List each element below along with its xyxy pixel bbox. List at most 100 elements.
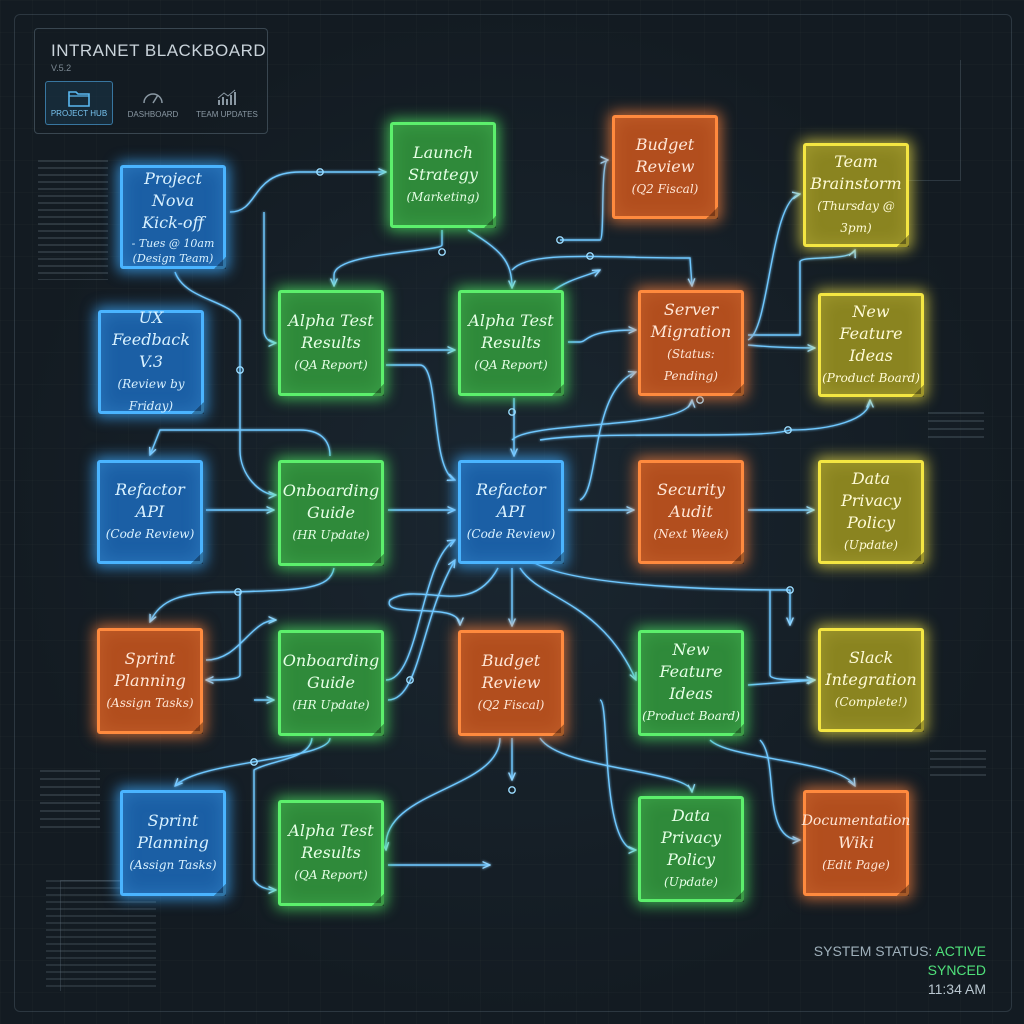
note-title: UX Feedback	[112, 308, 190, 349]
note-subtitle: Strategy	[408, 165, 478, 184]
note-refactor-api-left[interactable]: Refactor API (Code Review)	[97, 460, 203, 564]
note-new-feature-ideas-2[interactable]: New Feature Ideas (Product Board)	[638, 630, 744, 736]
note-detail: (Status: Pending)	[664, 347, 718, 383]
note-title: Data Privacy	[840, 469, 902, 510]
decorative-code-block	[40, 770, 100, 830]
note-sprint-planning-2[interactable]: Sprint Planning (Assign Tasks)	[120, 790, 226, 896]
folder-icon	[68, 91, 90, 107]
note-detail: (QA Report)	[294, 868, 368, 882]
note-server-migration[interactable]: Server Migration (Status: Pending)	[638, 290, 744, 396]
note-detail: (QA Report)	[294, 358, 368, 372]
note-title: Onboarding	[282, 481, 380, 500]
note-subtitle: Planning	[114, 671, 186, 690]
app-header-panel: INTRANET BLACKBOARD V.5.2 PROJECT HUB DA…	[34, 28, 268, 134]
status-line: SYSTEM STATUS: ACTIVE	[814, 942, 986, 961]
note-documentation-wiki[interactable]: Documentation Wiki (Edit Page)	[801, 790, 911, 896]
note-alpha-test-results-2[interactable]: Alpha Test Results (QA Report)	[458, 290, 564, 396]
gauge-icon	[143, 93, 163, 104]
note-launch-strategy[interactable]: Launch Strategy (Marketing)	[390, 122, 496, 228]
note-subtitle: Ideas	[669, 684, 713, 703]
note-sprint-planning-1[interactable]: Sprint Planning (Assign Tasks)	[97, 628, 203, 734]
note-slack-integration[interactable]: Slack Integration (Complete!)	[818, 628, 924, 732]
note-subtitle: Wiki	[837, 833, 875, 852]
note-detail: (Update)	[664, 875, 718, 889]
note-ux-feedback[interactable]: UX Feedback V.3 (Review by Friday)	[98, 308, 204, 414]
note-subtitle: Review	[481, 673, 541, 692]
note-detail: - Tues @ 10am (Design Team)	[131, 237, 215, 265]
note-subtitle: Ideas	[849, 346, 893, 365]
note-security-audit[interactable]: Security Audit (Next Week)	[638, 460, 744, 564]
note-budget-review-bottom[interactable]: Budget Review (Q2 Fiscal)	[458, 630, 564, 736]
note-project-nova-kickoff[interactable]: Project Nova Kick-off - Tues @ 10am (Des…	[120, 165, 226, 269]
note-budget-review-top[interactable]: Budget Review (Q2 Fiscal)	[612, 115, 718, 219]
note-detail: (Thursday @ 3pm)	[817, 199, 895, 235]
decorative-code-block	[928, 412, 984, 442]
note-alpha-test-results-3[interactable]: Alpha Test Results (QA Report)	[278, 800, 384, 906]
note-title: Server	[663, 300, 719, 319]
note-subtitle: Planning	[137, 833, 209, 852]
note-title: Refactor	[115, 480, 185, 499]
note-detail: (Product Board)	[822, 371, 920, 385]
note-title: Alpha Test	[288, 821, 374, 840]
decorative-code-block	[930, 750, 986, 780]
note-subtitle: Integration	[825, 670, 917, 689]
note-detail: (Marketing)	[406, 190, 480, 204]
note-team-brainstorm[interactable]: Team Brainstorm (Thursday @ 3pm)	[803, 143, 909, 247]
note-title: Sprint	[147, 811, 199, 830]
note-title: Team	[834, 152, 878, 171]
note-title: Documentation	[801, 813, 911, 829]
note-subtitle: Kick-off	[142, 213, 204, 232]
note-new-feature-ideas-1[interactable]: New Feature Ideas (Product Board)	[818, 293, 924, 397]
nav-label: DASHBOARD	[127, 110, 179, 119]
note-title: Sprint	[124, 649, 176, 668]
note-title: Budget	[635, 135, 695, 154]
note-refactor-api-center[interactable]: Refactor API (Code Review)	[458, 460, 564, 564]
note-detail: (Q2 Fiscal)	[631, 182, 699, 196]
note-title: Data Privacy	[660, 806, 722, 847]
note-subtitle: API	[496, 502, 526, 521]
note-subtitle: Brainstorm	[810, 174, 902, 193]
note-subtitle: Policy	[847, 513, 895, 532]
note-subtitle: Policy	[667, 850, 715, 869]
note-detail: (HR Update)	[292, 528, 370, 542]
nav-label: PROJECT HUB	[50, 109, 108, 118]
note-subtitle: Audit	[669, 502, 713, 521]
nav-label: TEAM UPDATES	[196, 110, 258, 119]
note-subtitle: Guide	[307, 503, 355, 522]
note-title: Project Nova	[144, 169, 202, 210]
status-clock: 11:34 AM	[927, 981, 986, 997]
note-data-privacy-policy-2[interactable]: Data Privacy Policy (Update)	[638, 796, 744, 902]
note-detail: (Review by Friday)	[117, 377, 185, 413]
frame-line	[14, 14, 1012, 1012]
note-data-privacy-policy-1[interactable]: Data Privacy Policy (Update)	[818, 460, 924, 564]
note-detail: (Product Board)	[642, 709, 740, 723]
bar-chart-icon	[217, 89, 236, 105]
nav-project-hub[interactable]: PROJECT HUB	[45, 81, 113, 125]
note-subtitle: Guide	[307, 673, 355, 692]
note-subtitle: Results	[301, 333, 361, 352]
note-detail: (Edit Page)	[822, 858, 890, 872]
decorative-code-block	[38, 160, 108, 280]
note-onboarding-guide-2[interactable]: Onboarding Guide (HR Update)	[278, 630, 384, 736]
note-detail: (Code Review)	[105, 527, 195, 541]
note-subtitle: Results	[481, 333, 541, 352]
nav-team-updates[interactable]: TEAM UPDATES	[193, 81, 261, 125]
note-detail: (QA Report)	[474, 358, 548, 372]
nav-dashboard[interactable]: DASHBOARD	[119, 81, 187, 125]
note-subtitle: Migration	[650, 322, 732, 341]
note-title: Alpha Test	[288, 311, 374, 330]
status-label: SYSTEM STATUS:	[813, 943, 933, 959]
note-subtitle: Results	[301, 843, 361, 862]
note-subtitle: API	[135, 502, 165, 521]
note-detail: (Assign Tasks)	[106, 696, 194, 710]
note-onboarding-guide-1[interactable]: Onboarding Guide (HR Update)	[278, 460, 384, 566]
note-detail: (Update)	[844, 538, 898, 552]
note-title: Slack	[848, 648, 894, 667]
status-state: ACTIVE	[935, 943, 986, 959]
decorative-code-block	[46, 880, 156, 990]
note-alpha-test-results-1[interactable]: Alpha Test Results (QA Report)	[278, 290, 384, 396]
note-detail: (Next Week)	[653, 527, 729, 541]
system-status-panel: SYSTEM STATUS: ACTIVE SYNCED 11:34 AM	[814, 942, 986, 999]
app-title: INTRANET BLACKBOARD	[51, 41, 267, 60]
